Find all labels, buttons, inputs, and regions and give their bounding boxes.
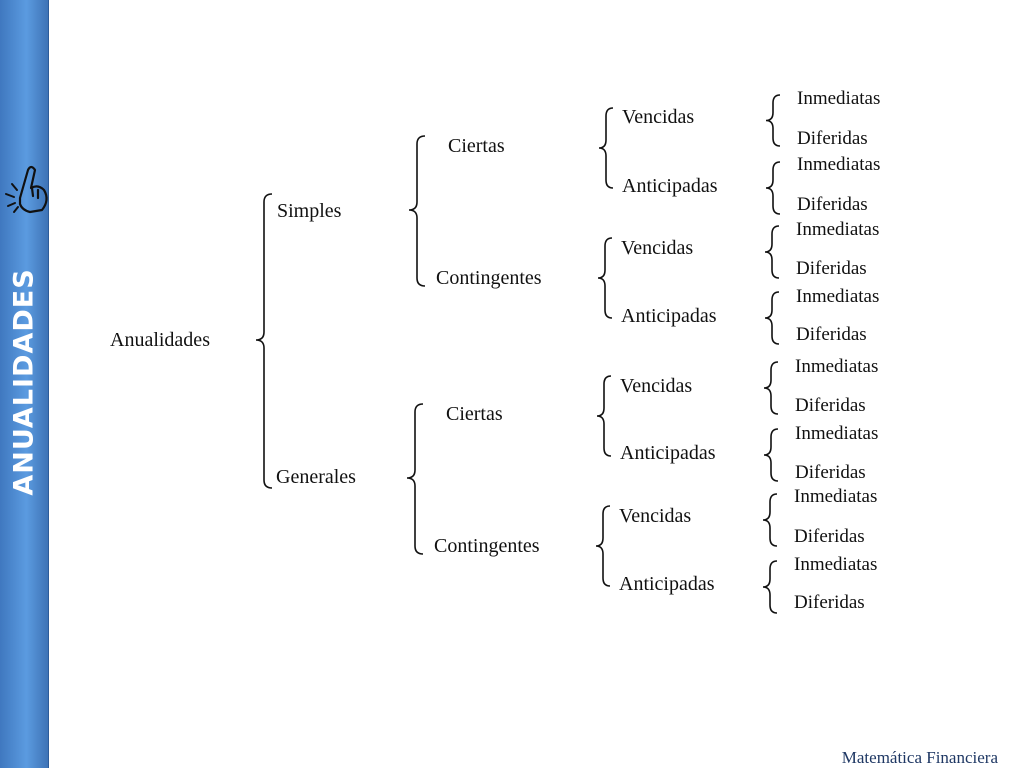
curly-brace [595, 505, 611, 587]
leaf-inmediatas: Inmediatas [797, 88, 880, 109]
curly-brace [596, 375, 612, 457]
curly-brace [765, 94, 781, 147]
node-anticipadas: Anticipadas [620, 442, 716, 464]
curly-brace [255, 193, 273, 489]
node-vencidas: Vencidas [619, 505, 691, 527]
curly-brace [763, 428, 779, 482]
node-vencidas: Vencidas [621, 237, 693, 259]
pointing-hand-icon [5, 165, 48, 214]
node-vencidas: Vencidas [620, 375, 692, 397]
leaf-diferidas: Diferidas [794, 526, 865, 547]
node-root: Anualidades [110, 329, 210, 351]
curly-brace [764, 291, 780, 345]
node-generales-contingentes: Contingentes [434, 535, 540, 557]
leaf-inmediatas: Inmediatas [797, 154, 880, 175]
leaf-inmediatas: Inmediatas [795, 356, 878, 377]
leaf-inmediatas: Inmediatas [795, 423, 878, 444]
sidebar-bar: ANUALIDADES [0, 0, 49, 768]
node-simples-ciertas: Ciertas [448, 135, 505, 157]
footer-course-name: Matemática Financiera [841, 748, 998, 767]
leaf-diferidas: Diferidas [796, 324, 867, 345]
node-simples-contingentes: Contingentes [436, 267, 542, 289]
leaf-inmediatas: Inmediatas [796, 219, 879, 240]
leaf-diferidas: Diferidas [795, 462, 866, 483]
curly-brace [408, 135, 426, 287]
curly-brace [762, 560, 778, 614]
node-generales: Generales [276, 466, 356, 488]
curly-brace [597, 237, 613, 319]
leaf-diferidas: Diferidas [794, 592, 865, 613]
node-simples: Simples [277, 200, 342, 222]
node-generales-ciertas: Ciertas [446, 403, 503, 425]
node-anticipadas: Anticipadas [622, 175, 718, 197]
curly-brace [763, 361, 779, 415]
leaf-inmediatas: Inmediatas [796, 286, 879, 307]
curly-brace [598, 107, 614, 189]
curly-brace [764, 225, 780, 279]
node-vencidas: Vencidas [622, 106, 694, 128]
leaf-diferidas: Diferidas [797, 128, 868, 149]
curly-brace [406, 403, 424, 555]
node-anticipadas: Anticipadas [621, 305, 717, 327]
leaf-inmediatas: Inmediatas [794, 554, 877, 575]
leaf-diferidas: Diferidas [796, 258, 867, 279]
leaf-diferidas: Diferidas [797, 194, 868, 215]
curly-brace [762, 493, 778, 547]
curly-brace [765, 161, 781, 215]
leaf-diferidas: Diferidas [795, 395, 866, 416]
leaf-inmediatas: Inmediatas [794, 486, 877, 507]
node-anticipadas: Anticipadas [619, 573, 715, 595]
